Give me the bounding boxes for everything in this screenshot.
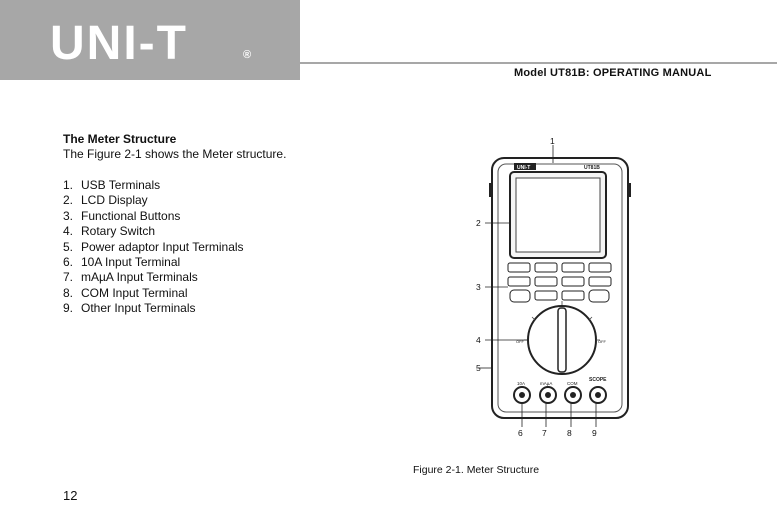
terminal-label-10a: 10A — [517, 381, 525, 386]
terminal-label-maua: mAµA — [540, 381, 552, 386]
input-terminals — [513, 386, 607, 404]
callout-8: 8 — [567, 428, 572, 438]
rotary-knob — [557, 307, 567, 373]
list-item: 1.USB Terminals — [63, 178, 161, 192]
list-item: 3.Functional Buttons — [63, 208, 181, 223]
callout-4: 4 — [476, 335, 481, 345]
device-brand: UNI-T — [517, 165, 530, 171]
callout-6: 6 — [518, 428, 523, 438]
side-grip-right — [627, 183, 631, 197]
device-logo — [514, 163, 536, 170]
list-item: 2.LCD Display — [63, 193, 148, 208]
callout-3: 3 — [476, 282, 481, 292]
callout-7: 7 — [542, 428, 547, 438]
list-item: 6.10A Input Terminal — [63, 255, 181, 270]
structure-list: 1.USB Terminals 2.LCD Display 3.Function… — [63, 178, 244, 317]
terminal-label-com: COM — [567, 381, 578, 386]
switch-off-left: OFF — [516, 339, 525, 344]
section-intro-text: The Figure 2-1 shows the Meter structure… — [63, 147, 287, 161]
figure-caption: Figure 2-1. Meter Structure — [413, 464, 540, 476]
list-item: 4.Rotary Switch — [63, 224, 156, 239]
header-band — [0, 0, 300, 80]
meter-diagram: UNI-T UT81B OFF OFF 10A — [476, 136, 631, 438]
callout-1: 1 — [550, 136, 555, 146]
callout-9: 9 — [592, 428, 597, 438]
page-number: 12 — [63, 488, 78, 503]
callout-5: 5 — [476, 363, 481, 373]
list-item: 7.mAµA Input Terminals — [63, 270, 198, 285]
side-grip-left — [489, 183, 493, 197]
brand-logo: UNI-T — [50, 17, 188, 70]
header-rule — [300, 62, 777, 64]
section-intro: The Meter Structure The Figure 2-1 shows… — [63, 132, 286, 162]
list-item: 5.Power adaptor Input Terminals — [63, 239, 244, 254]
list-item: 8.COM Input Terminal — [63, 285, 188, 300]
terminal-label-scope: SCOPE — [589, 377, 607, 383]
lcd-screen — [515, 177, 601, 253]
section-title: The Meter Structure — [63, 132, 177, 146]
switch-off-right: OFF — [598, 339, 607, 344]
device-model: UT81B — [584, 165, 600, 171]
list-item: 9.Other Input Terminals — [63, 301, 196, 316]
meter-bezel — [497, 163, 623, 413]
callout-lines — [478, 145, 597, 427]
callout-2: 2 — [476, 218, 481, 228]
registered-mark: ® — [243, 49, 252, 61]
manual-title: Model UT81B: OPERATING MANUAL — [514, 67, 712, 79]
function-buttons — [507, 262, 612, 303]
